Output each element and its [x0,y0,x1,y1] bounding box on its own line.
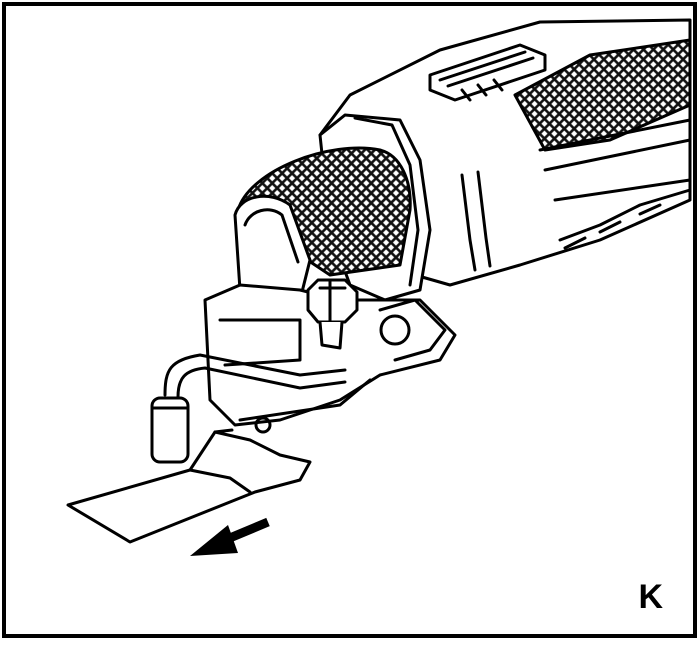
depth-guide [150,353,347,464]
figure-label: K [638,578,663,616]
clamp-assembly [203,283,457,434]
front-grip-knurl [236,146,412,277]
blade [66,428,312,544]
slide-switch [428,43,547,102]
arrow-left-down-icon [190,517,270,556]
clamp-knob [306,278,359,350]
front-head [233,146,412,302]
